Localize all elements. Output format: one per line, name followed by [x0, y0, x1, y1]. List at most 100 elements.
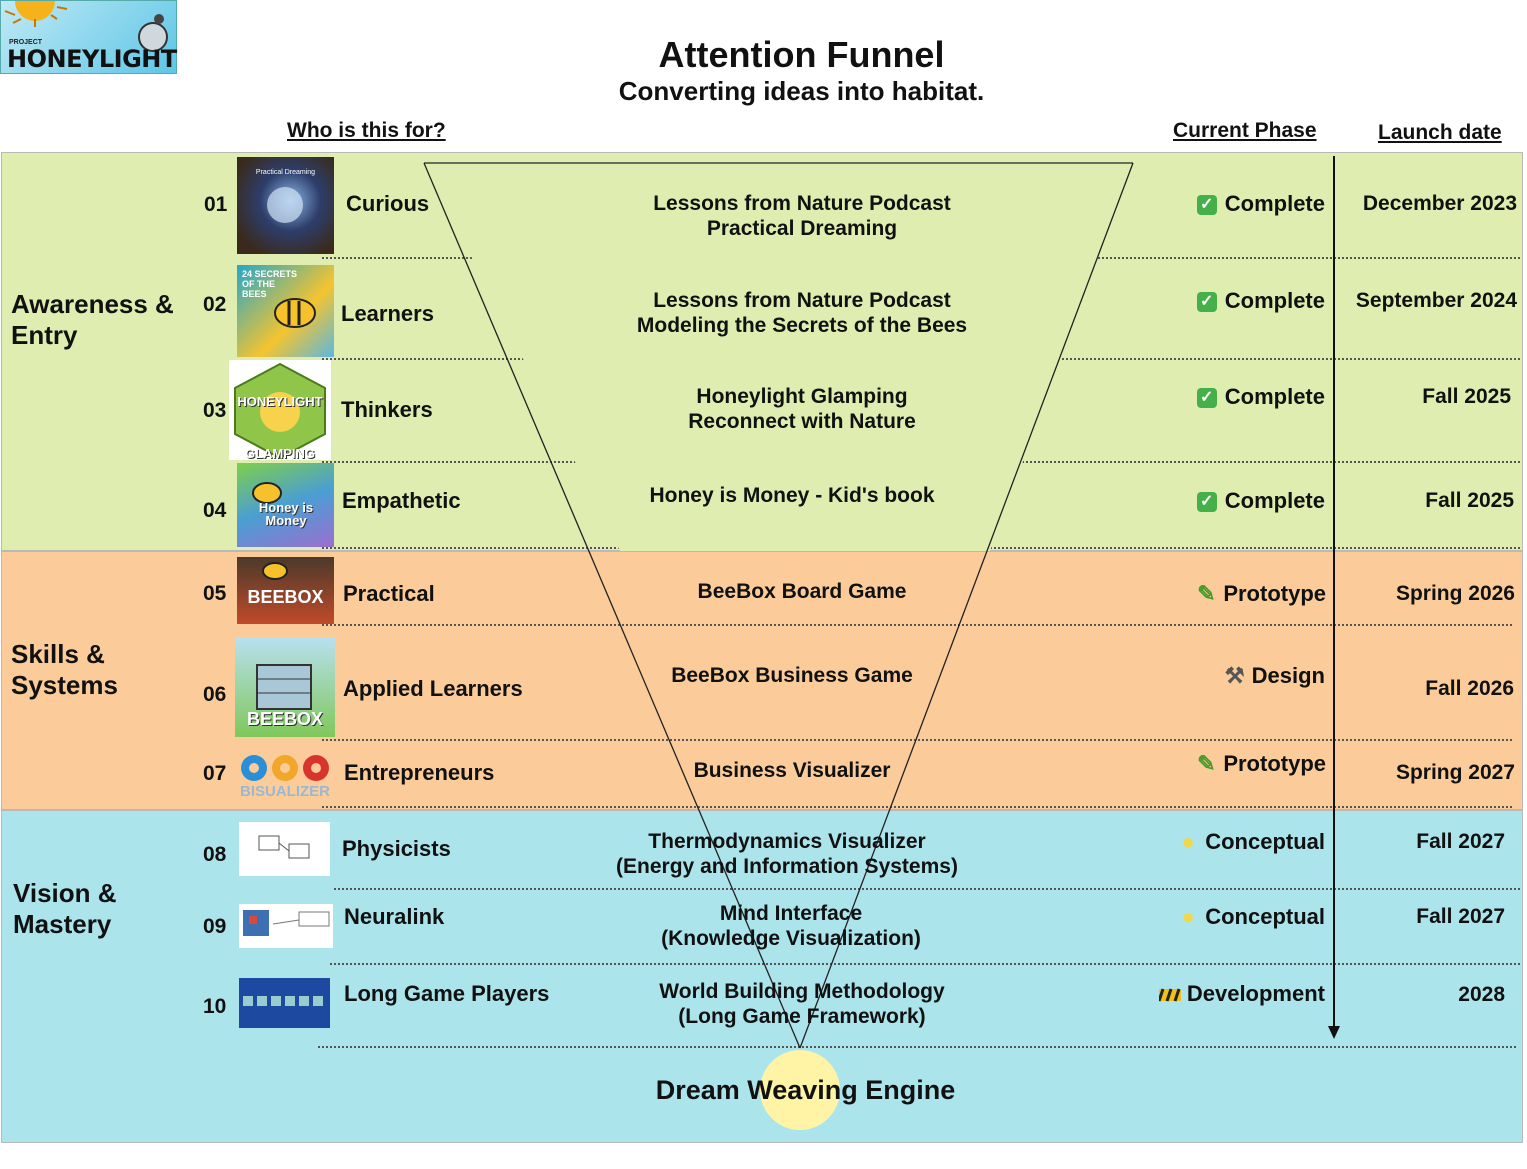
engine-label: Dream Weaving Engine [655, 1075, 956, 1105]
hexagon-icon [234, 362, 326, 460]
construction-icon [1157, 981, 1181, 1007]
project-line2: Reconnect with Nature [688, 410, 916, 433]
gears-icon [241, 755, 329, 781]
phase-label: Conceptual [1205, 829, 1325, 854]
row-divider [330, 963, 1520, 965]
thumb-text: BEEBOX [246, 709, 324, 729]
section-label-text: Skills & Systems [11, 639, 118, 700]
launch-date: 2028 [1458, 983, 1505, 1006]
project-line1: Lessons from Nature Podcast [653, 192, 951, 215]
row-divider [322, 739, 1512, 741]
bulb-icon: ● [1181, 904, 1195, 929]
phase-label: Development [1186, 981, 1325, 1006]
check-icon: ✓ [1196, 492, 1217, 513]
project-line2: (Long Game Framework) [678, 1005, 926, 1028]
phase-label: Prototype [1223, 581, 1326, 606]
launch-date: December 2023 [1362, 192, 1517, 215]
project-line1: Mind Interface [719, 902, 863, 925]
page-subtitle: Converting ideas into habitat. [618, 76, 985, 106]
bee-icon [262, 562, 288, 580]
project-label: Mind Interface (Knowledge Visualization) [511, 901, 1071, 951]
check-icon: ✓ [1196, 195, 1217, 216]
row-divider [322, 806, 1512, 808]
slides-icon [243, 996, 323, 1006]
row-number: 03 [203, 399, 227, 422]
row-divider [322, 547, 1520, 549]
check-icon: ✓ [1196, 388, 1217, 409]
thumb-text: HONEYLIGHT GLAMPING [237, 394, 323, 460]
bee-icon [252, 482, 282, 504]
audience-label: Empathetic [342, 488, 461, 513]
project-label: Thermodynamics Visualizer (Energy and In… [507, 829, 1067, 879]
thumb-mind-interface [239, 904, 333, 948]
project-line1: Thermodynamics Visualizer [648, 830, 926, 853]
phase-label: Complete [1224, 384, 1325, 409]
project-label: Lessons from Nature Podcast Practical Dr… [522, 191, 1082, 241]
phase-status: ✓ Complete [1196, 191, 1325, 217]
phase-status: ●Conceptual [1177, 904, 1325, 930]
thumb-thermodynamics [239, 822, 330, 876]
phase-status: ✓ Complete [1196, 488, 1325, 514]
thumb-visualizer: BISUALIZER [238, 752, 332, 802]
row-number: 01 [204, 193, 228, 216]
launch-date: Fall 2027 [1416, 905, 1505, 928]
row-number: 06 [203, 683, 227, 706]
row-divider [334, 888, 1520, 890]
audience-label: Physicists [342, 836, 451, 861]
pencil-icon: ✎ [1197, 581, 1216, 606]
phase-label: Complete [1224, 488, 1325, 513]
row-number: 04 [203, 499, 227, 522]
project-line2: (Knowledge Visualization) [661, 927, 921, 950]
launch-date: Spring 2026 [1395, 582, 1515, 605]
logo-small-text: PROJECT [9, 39, 43, 46]
phase-status: ●Conceptual [1177, 829, 1325, 855]
launch-date: September 2024 [1355, 289, 1517, 312]
row-number: 09 [203, 915, 227, 938]
audience-label: Entrepreneurs [344, 760, 495, 785]
launch-date: Spring 2027 [1395, 761, 1515, 784]
project-line1: BeeBox Board Game [697, 580, 907, 603]
logo: PROJECT HONEYLIGHT [0, 0, 177, 74]
thumb-world-building [239, 978, 330, 1028]
launch-date: Fall 2026 [1425, 677, 1514, 700]
logo-name: HONEYLIGHT [7, 45, 177, 73]
phase-label: Complete [1224, 288, 1325, 313]
check-icon: ✓ [1196, 292, 1217, 313]
row-divider [322, 358, 1520, 360]
project-line1: Honey is Money - Kid's book [649, 484, 935, 507]
audience-label: Curious [346, 191, 430, 216]
section-label-text: Awareness & Entry [11, 289, 174, 350]
launch-date: Fall 2025 [1425, 489, 1514, 512]
project-label: Honeylight Glamping Reconnect with Natur… [522, 384, 1082, 434]
page-title: Attention Funnel [658, 34, 945, 75]
thumb-glamping: HONEYLIGHT GLAMPING [229, 360, 331, 460]
cube-icon [243, 910, 330, 936]
project-line1: Honeylight Glamping [696, 385, 908, 408]
phase-label: Complete [1224, 191, 1325, 216]
thumb-text: Honey is Money [258, 500, 314, 528]
thumb-beebox-business: BEEBOX [235, 637, 335, 737]
row-divider [322, 624, 1512, 626]
phase-status: ✎ Prototype [1195, 581, 1326, 607]
thumb-text: BISUALIZER [240, 783, 330, 800]
launch-date: Fall 2025 [1422, 385, 1511, 408]
phase-label: Design [1251, 663, 1325, 688]
row-number: 05 [203, 582, 227, 605]
row-divider [318, 1046, 1516, 1048]
audience-label: Long Game Players [344, 981, 550, 1006]
phase-status: ✓ Complete [1196, 384, 1325, 410]
project-line1: BeeBox Business Game [671, 664, 913, 687]
project-label: BeeBox Business Game [512, 663, 1072, 688]
header-phase: Current Phase [1173, 119, 1317, 142]
thumb-text: BEEBOX [247, 587, 324, 607]
row-divider [322, 461, 1520, 463]
project-line1: World Building Methodology [659, 980, 945, 1003]
phase-status: ⚒Design [1224, 663, 1325, 689]
sun-icon [4, 1, 168, 52]
row-number: 08 [203, 843, 227, 866]
project-label: Lessons from Nature Podcast Modeling the… [522, 288, 1082, 338]
thumb-practical-dreaming: Practical Dreaming [237, 157, 334, 254]
audience-label: Applied Learners [343, 676, 523, 701]
project-line2: (Energy and Information Systems) [616, 855, 958, 878]
thumb-text: Practical Dreaming [255, 169, 316, 176]
